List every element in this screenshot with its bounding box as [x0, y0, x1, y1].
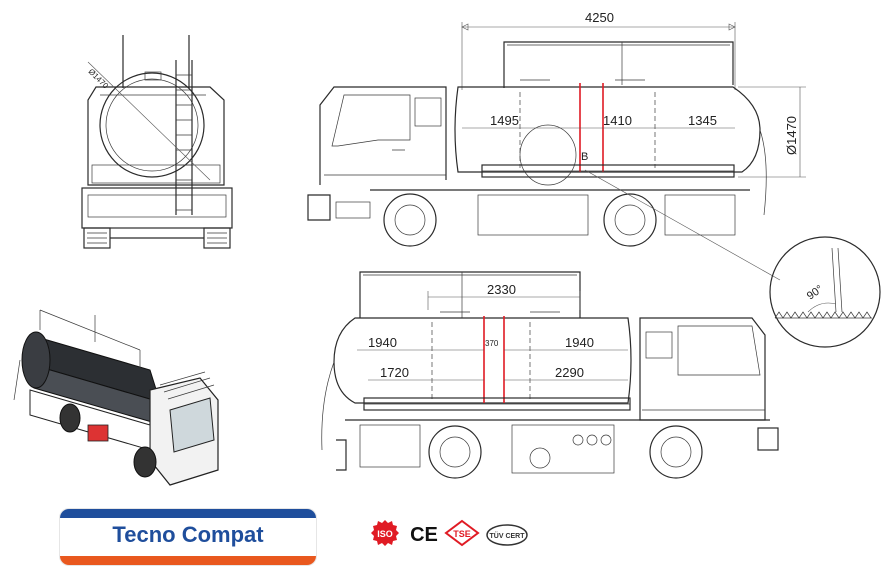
angle-label: 90°	[805, 283, 826, 302]
lower-mid-label: 370	[485, 339, 499, 348]
side-view-bottom: 2330 1940 370 1940 1720 2290	[321, 271, 779, 479]
lower-seg1-label: 1940	[368, 335, 397, 350]
side-seg3-label: 1345	[688, 113, 717, 128]
side-diameter-label: Ø1470	[784, 116, 799, 155]
detail-circle: 90°	[769, 236, 881, 348]
side-seg2-label: 1410	[603, 113, 632, 128]
brand-name: Tecno Compat	[112, 522, 264, 547]
tuv-cert-logo: TÜV CERT	[486, 524, 528, 546]
lower-inner1-label: 1720	[380, 365, 409, 380]
ce-label: CE	[410, 524, 438, 546]
front-view: Ø1470	[81, 35, 233, 249]
top-width-label: 2330	[487, 282, 516, 297]
brand-logo: Tecno Compat	[60, 509, 316, 565]
lower-inner2-label: 2290	[555, 365, 584, 380]
section-mark-label: B	[581, 151, 588, 163]
lower-seg2-label: 1940	[565, 335, 594, 350]
tuv-label: TÜV CERT	[490, 531, 526, 540]
overall-length-label: 4250	[585, 10, 614, 25]
tse-label: TSE	[453, 529, 471, 539]
iso-label: ISO	[377, 529, 393, 539]
ce-mark: CE	[410, 524, 438, 546]
side-view-top: 4250 1495 1410 1345 B Ø1470	[307, 10, 806, 281]
brand-blue-bar	[60, 509, 316, 518]
brand-orange-bar	[60, 556, 316, 565]
side-seg1-label: 1495	[490, 113, 519, 128]
tse-logo: TSE	[444, 519, 480, 547]
iso-logo: ISO	[371, 520, 399, 546]
isometric-3d-view	[13, 309, 219, 486]
